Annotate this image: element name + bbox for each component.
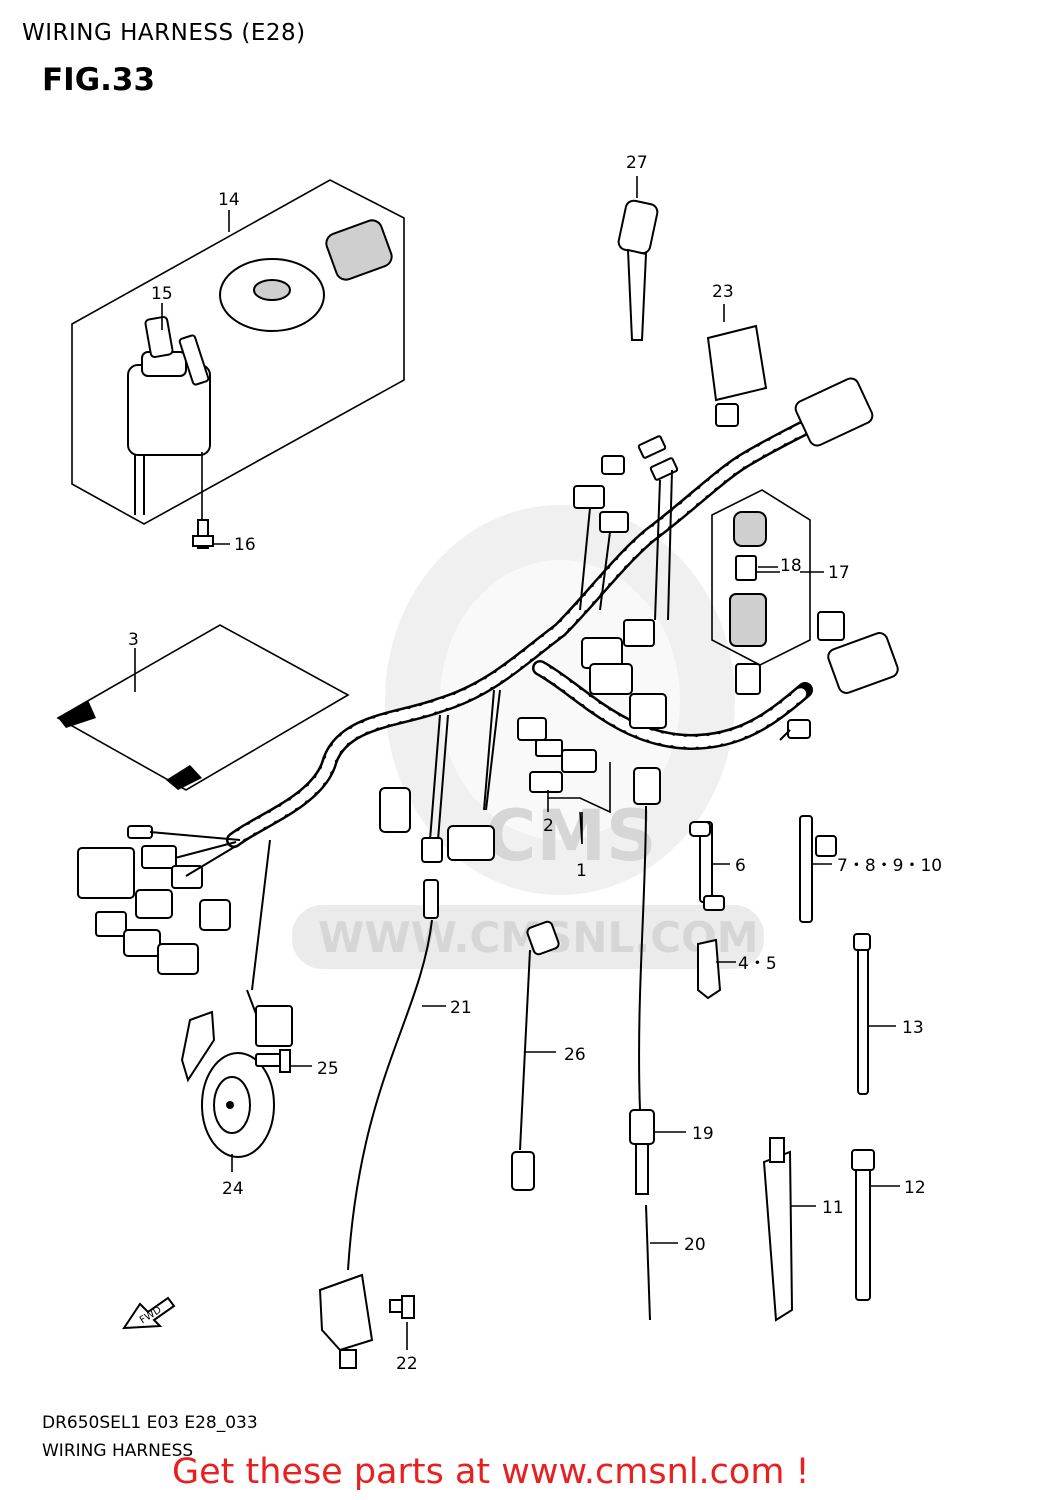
callout-18: 18 <box>780 556 802 576</box>
section-title: WIRING HARNESS (E28) <box>22 20 306 46</box>
ignition-switch-set <box>71 179 405 525</box>
callout-21: 21 <box>450 998 472 1018</box>
bolt-16 <box>192 519 230 549</box>
key-27 <box>617 176 659 341</box>
spring-pin-20 <box>645 1204 678 1321</box>
callout-25: 25 <box>317 1059 339 1079</box>
wiring-sheet <box>56 624 350 791</box>
callout-4-5: 4・5 <box>738 954 777 974</box>
callout-27: 27 <box>626 153 648 173</box>
clamp-6 <box>689 821 730 911</box>
fuse-box-17 <box>711 489 824 666</box>
callout-26: 26 <box>564 1045 586 1065</box>
callout-2: 2 <box>543 816 554 836</box>
screw-22 <box>389 1295 415 1319</box>
callout-14: 14 <box>218 190 240 210</box>
cta-link[interactable]: Get these parts at www.cmsnl.com ! <box>172 1452 810 1492</box>
sensor-cable-21 <box>318 879 446 1369</box>
horn-24 <box>180 1010 312 1172</box>
fwd-arrow-icon: FWD <box>122 1296 176 1330</box>
sensor-26 <box>511 920 560 1191</box>
callout-1: 1 <box>576 861 587 881</box>
callout-13: 13 <box>902 1018 924 1038</box>
callout-23: 23 <box>712 282 734 302</box>
main-harness <box>77 377 899 1047</box>
figure-number: FIG.33 <box>42 62 156 98</box>
callout-17: 17 <box>828 563 850 583</box>
clamp-band-11 <box>762 1137 816 1322</box>
model-code: DR650SEL1 E03 E28_033 <box>42 1413 258 1433</box>
clamp-band-13 <box>853 933 896 1095</box>
callout-7-10: 7・8・9・10 <box>837 856 942 876</box>
watermark-logo-text: CMS <box>485 795 656 877</box>
diagram-caption: WIRING HARNESS <box>42 1441 194 1461</box>
callout-16: 16 <box>234 535 256 555</box>
relay-23 <box>706 304 768 427</box>
clamp-4-5 <box>697 938 736 1000</box>
callout-15: 15 <box>151 284 173 304</box>
callout-12: 12 <box>904 1178 926 1198</box>
callout-3: 3 <box>128 630 139 650</box>
callout-11: 11 <box>822 1198 844 1218</box>
callout-20: 20 <box>684 1235 706 1255</box>
watermark-logo: CMS <box>385 505 735 895</box>
band-7-10 <box>799 815 837 923</box>
clamp-band-12 <box>851 1149 900 1301</box>
callout-24: 24 <box>222 1179 244 1199</box>
callout-19: 19 <box>692 1124 714 1144</box>
callout-22: 22 <box>396 1354 418 1374</box>
callout-6: 6 <box>735 856 746 876</box>
speed-sensor-19 <box>629 767 686 1195</box>
